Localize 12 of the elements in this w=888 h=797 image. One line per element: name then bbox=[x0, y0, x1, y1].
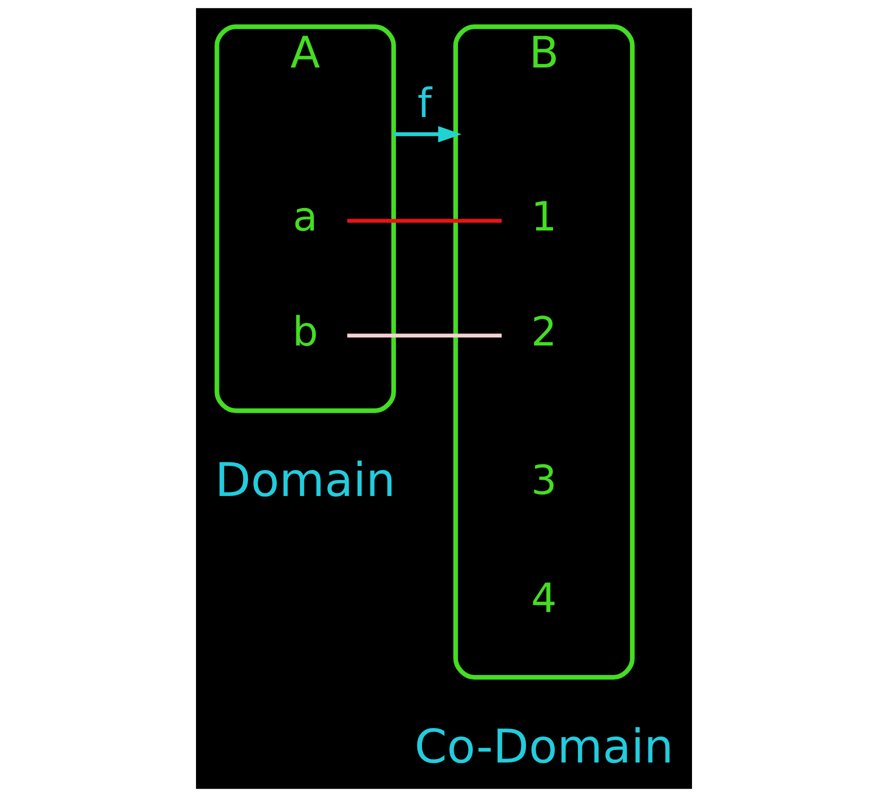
edge-label: f bbox=[418, 80, 432, 127]
node-text: a bbox=[292, 194, 318, 241]
node-text: 3 bbox=[531, 457, 557, 504]
node-text: 4 bbox=[531, 574, 557, 622]
arrow bbox=[394, 126, 462, 142]
node-text: 2 bbox=[531, 308, 557, 356]
node-label: Domain bbox=[215, 452, 396, 507]
node-text: 1 bbox=[531, 194, 557, 241]
node-label: Co-Domain bbox=[414, 720, 674, 774]
connector bbox=[347, 334, 502, 338]
connector bbox=[347, 218, 502, 223]
node-text: b bbox=[292, 308, 318, 356]
